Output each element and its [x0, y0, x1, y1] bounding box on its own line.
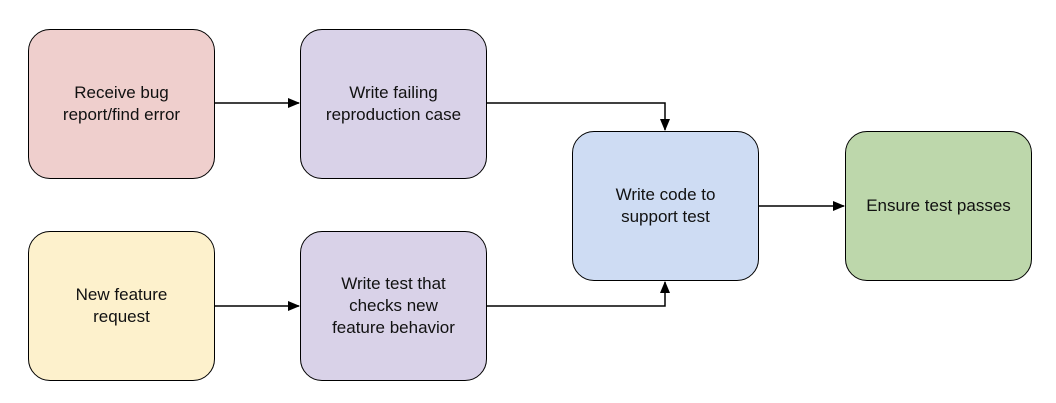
- node-new-feature-request: New feature request: [28, 231, 215, 381]
- node-write-failing-case-label: Write failing reproduction case: [325, 83, 462, 124]
- node-write-test-label: Write test that checks new feature behav…: [332, 274, 455, 337]
- node-receive-bug-report: Receive bug report/find error: [28, 29, 215, 179]
- node-write-code-label: Write code to support test: [615, 185, 716, 226]
- node-receive-bug-report-label: Receive bug report/find error: [62, 83, 181, 124]
- edge-write-test-to-write-code: [487, 281, 670, 307]
- node-ensure-test-passes: Ensure test passes: [845, 131, 1032, 281]
- node-write-code: Write code to support test: [572, 131, 759, 281]
- edge-write-failing-to-write-code: [487, 102, 670, 131]
- node-write-failing-case: Write failing reproduction case: [300, 29, 487, 179]
- node-new-feature-request-label: New feature request: [75, 285, 168, 326]
- node-write-test: Write test that checks new feature behav…: [300, 231, 487, 381]
- node-ensure-test-passes-label: Ensure test passes: [866, 196, 1011, 215]
